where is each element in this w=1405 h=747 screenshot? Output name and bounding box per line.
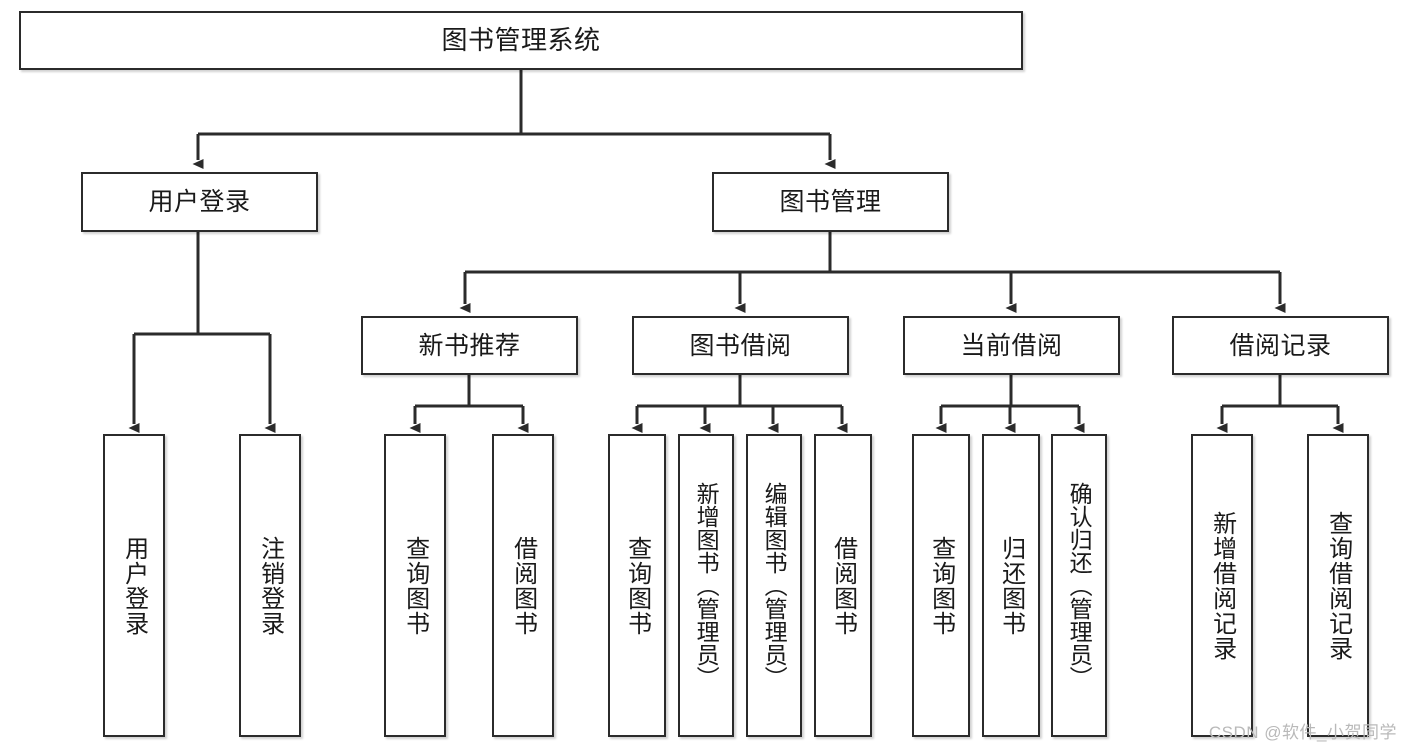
node-current-borrow[interactable]: 当前借阅: [903, 316, 1120, 375]
node-label: 借阅图书: [829, 535, 857, 636]
node-label: 查询借阅记录: [1324, 510, 1352, 661]
leaf-confirm-return-admin[interactable]: 确认归还（管理员）: [1051, 434, 1107, 737]
node-label: 新书推荐: [418, 331, 521, 360]
leaf-user-login[interactable]: 用户登录: [103, 434, 165, 737]
leaf-borrow-books-borrow[interactable]: 借阅图书: [814, 434, 872, 737]
leaf-user-logout[interactable]: 注销登录: [239, 434, 301, 737]
node-label: 查询图书: [623, 535, 651, 636]
node-label: 借阅图书: [509, 535, 537, 636]
node-label: 用户登录: [148, 188, 251, 216]
leaf-edit-book-admin[interactable]: 编辑图书（管理员）: [746, 434, 802, 737]
node-root-book-management-system[interactable]: 图书管理系统: [19, 11, 1023, 70]
node-label: 借阅记录: [1229, 331, 1332, 360]
leaf-add-borrow-record[interactable]: 新增借阅记录: [1191, 434, 1253, 737]
node-label: 查询图书: [927, 535, 955, 636]
leaf-return-books[interactable]: 归还图书: [982, 434, 1040, 737]
leaf-query-borrow-record[interactable]: 查询借阅记录: [1307, 434, 1369, 737]
leaf-query-books-borrow[interactable]: 查询图书: [608, 434, 666, 737]
leaf-query-books-current[interactable]: 查询图书: [912, 434, 970, 737]
node-label: 注销登录: [256, 535, 284, 636]
node-label: 图书借阅: [689, 331, 792, 360]
node-label: 图书管理: [779, 188, 882, 216]
node-user-login[interactable]: 用户登录: [81, 172, 318, 232]
node-new-book-recommend[interactable]: 新书推荐: [361, 316, 578, 375]
node-label: 确认归还（管理员）: [1066, 482, 1093, 689]
node-label: 用户登录: [120, 535, 148, 636]
node-label: 图书管理系统: [441, 24, 601, 55]
node-label: 当前借阅: [960, 331, 1063, 360]
node-label: 编辑图书（管理员）: [761, 482, 788, 689]
leaf-add-book-admin[interactable]: 新增图书（管理员）: [678, 434, 734, 737]
node-label: 归还图书: [997, 535, 1025, 636]
node-label: 新增借阅记录: [1208, 510, 1236, 661]
leaf-borrow-books-new-book[interactable]: 借阅图书: [492, 434, 554, 737]
node-label: 查询图书: [401, 535, 429, 636]
node-book-borrow[interactable]: 图书借阅: [632, 316, 849, 375]
csdn-watermark: CSDN @软件_小贺同学: [1208, 723, 1397, 742]
leaf-query-books-new-book[interactable]: 查询图书: [384, 434, 446, 737]
node-borrow-record[interactable]: 借阅记录: [1172, 316, 1389, 375]
node-book-management[interactable]: 图书管理: [712, 172, 949, 232]
node-label: 新增图书（管理员）: [693, 482, 720, 689]
